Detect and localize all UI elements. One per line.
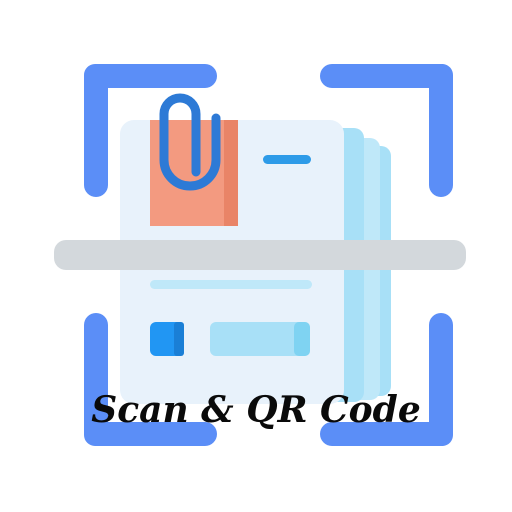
corner-bottom-left bbox=[84, 313, 217, 446]
paperclip-icon bbox=[159, 93, 221, 191]
app-title: Scan & QR Code bbox=[91, 389, 421, 431]
scan-line bbox=[54, 240, 466, 270]
corner-top-left bbox=[84, 64, 217, 197]
corner-top-right bbox=[320, 64, 454, 197]
corner-bottom-right bbox=[320, 313, 454, 446]
scan-frame bbox=[84, 64, 454, 446]
